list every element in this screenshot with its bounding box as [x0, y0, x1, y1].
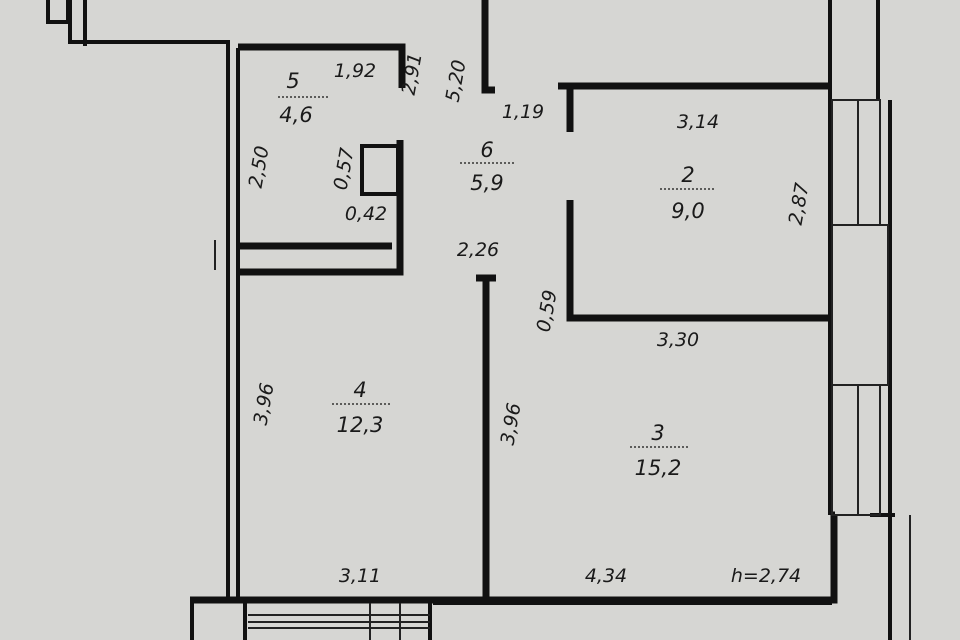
dim-room3-width: 4,34 [585, 565, 627, 587]
room-3-number: 3 [651, 421, 664, 445]
dim-shaft-width: 0,42 [345, 203, 387, 225]
dim-hall-door: 1,19 [502, 101, 544, 123]
dim-hall-length: 5,20 [442, 58, 471, 103]
dim-room2-depth: 2,87 [785, 181, 814, 226]
room-5-number: 5 [286, 69, 299, 93]
dim-bath-width: 1,92 [334, 60, 376, 82]
room-labels: 5 4,6 6 5,9 2 9,0 4 12,3 3 15,2 [278, 69, 716, 480]
room-6-area: 5,9 [470, 171, 503, 195]
dim-hall-width: 2,26 [457, 239, 499, 261]
room-4-area: 12,3 [337, 413, 384, 437]
room-4-number: 4 [353, 378, 366, 402]
dim-room3-depth: 3,96 [497, 401, 526, 446]
walls [46, 0, 911, 640]
dim-door-gap: 0,59 [533, 288, 562, 333]
room-5-area: 4,6 [279, 103, 312, 127]
dim-room4-depth: 3,96 [250, 381, 279, 426]
dim-room2-bottom: 3,30 [657, 329, 699, 351]
room-2-area: 9,0 [671, 199, 704, 223]
room-2-number: 2 [681, 163, 694, 187]
room-6-number: 6 [480, 138, 493, 162]
dim-room2-width: 3,14 [677, 111, 719, 133]
room-3-area: 15,2 [635, 456, 682, 480]
dim-shaft-height: 0,57 [330, 146, 359, 191]
dim-bath-height: 2,50 [245, 144, 274, 189]
dim-room4-width: 3,11 [339, 565, 381, 587]
ventilation-shaft [360, 144, 400, 196]
ceiling-height: h=2,74 [731, 565, 801, 587]
